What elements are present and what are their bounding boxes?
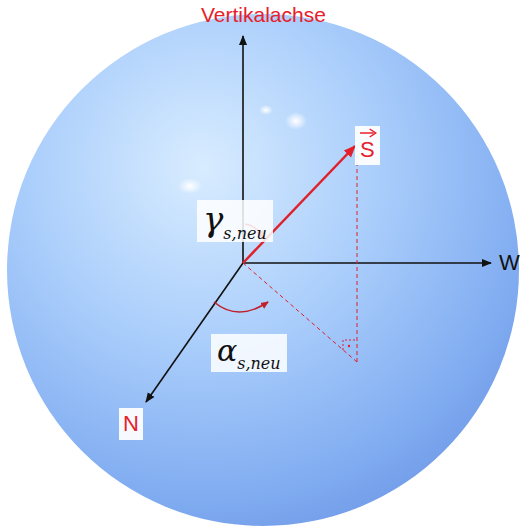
axis-title-text: Vertikalachse [201, 3, 326, 26]
axis-label-text: N [123, 411, 139, 436]
vector-label-box: S [355, 126, 380, 165]
symbol-box: αs,neu [211, 334, 287, 372]
axis-title: Vertikalachse [201, 4, 326, 25]
angle-symbol: α [217, 333, 237, 368]
highlight [285, 112, 307, 130]
west-axis [243, 262, 491, 264]
axis-label-box: N [119, 408, 143, 440]
angle-subscript: s,neu [223, 224, 266, 243]
highlight [178, 178, 202, 194]
azimuth-angle-arc [214, 302, 268, 312]
north-axis [146, 263, 243, 402]
right-angle [343, 340, 357, 350]
right-angle-dot [348, 345, 350, 347]
vector-arrow [355, 127, 380, 139]
axis-label-text: W [499, 250, 520, 275]
angle-subscript: s,neu [237, 354, 280, 373]
axis-label: W [499, 252, 520, 274]
angle-symbol: γ [203, 199, 223, 239]
projection-line [357, 148, 358, 362]
vector-label: S [360, 139, 375, 161]
symbol-box: γs,neu [197, 200, 273, 242]
sphere [7, 14, 519, 526]
highlight [259, 105, 273, 115]
